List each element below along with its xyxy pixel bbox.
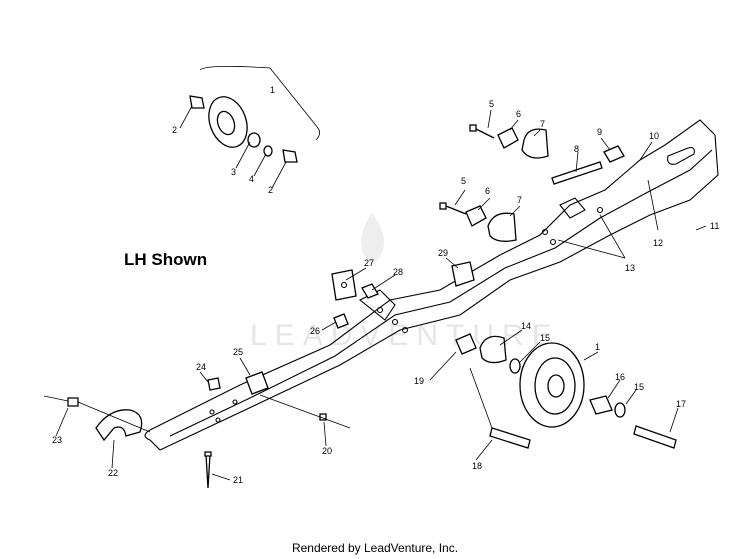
front-tip-parts — [43, 377, 351, 489]
callout-label: 25 — [233, 347, 243, 357]
callout-label: 1 — [270, 85, 275, 95]
callout-label: 29 — [438, 248, 448, 258]
callout-label: 8 — [574, 144, 579, 154]
callout-labels: 1 2 2 3 4 5 6 7 8 9 10 5 6 7 11 12 13 27… — [52, 85, 719, 485]
idler-wheel-top — [189, 66, 320, 163]
callout-label: 27 — [364, 258, 374, 268]
callout-label: 21 — [233, 475, 243, 485]
callout-label: 15 — [634, 382, 644, 392]
leader-lines — [55, 105, 707, 481]
idler-wheel-lower — [455, 333, 677, 449]
callout-label: 19 — [414, 376, 424, 386]
callout-label: 6 — [485, 186, 490, 196]
callout-label: 22 — [108, 468, 118, 478]
callout-label: 15 — [540, 333, 550, 343]
callout-label: 17 — [676, 399, 686, 409]
callout-label: 2 — [172, 125, 177, 135]
callout-label: 23 — [52, 435, 62, 445]
view-label: LH Shown — [124, 250, 208, 269]
callout-label: 9 — [597, 127, 602, 137]
callout-label: 7 — [540, 119, 545, 129]
callout-label: 4 — [249, 174, 254, 184]
footer-credit: Rendered by LeadVenture, Inc. — [291, 541, 459, 555]
bogie-lower-parts — [439, 202, 517, 242]
callout-label: 26 — [310, 326, 320, 336]
callout-label: 6 — [516, 109, 521, 119]
bogie-upper-parts — [469, 124, 625, 185]
callout-label: 20 — [322, 446, 332, 456]
callout-label: 5 — [489, 99, 494, 109]
callout-label: 12 — [653, 238, 663, 248]
callout-label: 7 — [517, 195, 522, 205]
callout-label: 3 — [231, 167, 236, 177]
callout-label: 28 — [393, 267, 403, 277]
callout-label: 24 — [196, 362, 206, 372]
callout-label: 14 — [521, 321, 531, 331]
callout-label: 10 — [649, 131, 659, 141]
callout-label: 1 — [595, 342, 600, 352]
callout-label: 2 — [268, 185, 273, 195]
callout-label: 16 — [615, 372, 625, 382]
callout-label: 5 — [461, 176, 466, 186]
callout-label: 13 — [625, 263, 635, 273]
callout-label: 18 — [472, 461, 482, 471]
callout-label: 11 — [710, 221, 719, 231]
